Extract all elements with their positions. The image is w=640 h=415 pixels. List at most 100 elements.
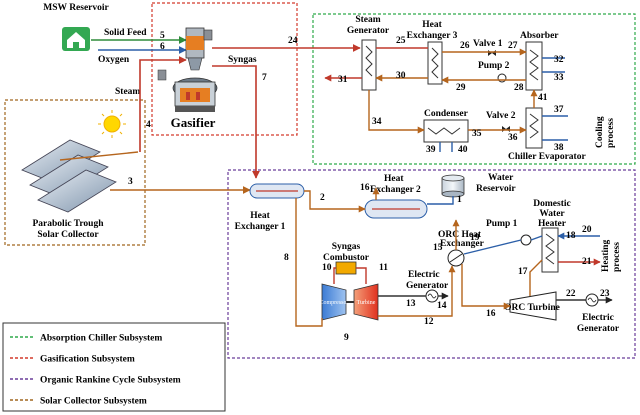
heating-process-label-2: process: [612, 242, 622, 272]
hx3-label-2: Exchanger 3: [407, 31, 458, 41]
stream-15: 15: [433, 243, 443, 253]
stream-17: 17: [518, 267, 528, 277]
stream-40: 40: [458, 145, 468, 155]
stream-9: 9: [344, 333, 349, 343]
cooling-process-label-2: process: [606, 118, 616, 148]
stream-37: 37: [554, 105, 564, 115]
stream-5: 5: [160, 31, 165, 41]
cooling-process-label: Cooling: [595, 116, 605, 148]
water-reservoir-label: Water: [488, 173, 514, 183]
stream-6: 6: [160, 42, 165, 52]
steam-generator: [361, 39, 377, 91]
electric-generator-2-icon: [585, 293, 599, 307]
chiller-evaporator: [525, 107, 543, 149]
solar-subsystem-box: [4, 99, 146, 246]
stream-1: 1: [457, 195, 462, 205]
stream-11: 11: [379, 263, 388, 273]
stream-24: 24: [288, 36, 298, 46]
stream-25: 25: [396, 36, 406, 46]
heat-exchanger-1: [249, 183, 305, 199]
condenser: [423, 119, 469, 143]
steam-label: Steam: [115, 87, 140, 97]
pipe-39-40: [439, 142, 453, 152]
orc-heat-exchanger: [447, 249, 465, 267]
stream-21: 21: [582, 257, 592, 267]
hx1-label-2: Exchanger 1: [235, 222, 286, 232]
stream-23: 23: [600, 289, 610, 299]
chiller-evaporator-label: Chiller Evaporator: [508, 152, 586, 162]
stream-19: 19: [470, 233, 480, 243]
valve2-label: Valve 2: [486, 111, 516, 121]
domestic-water-heater-label-2: Water: [539, 209, 565, 219]
pipe-10-11: [333, 267, 367, 284]
orc-hx-label-2: Exchanger: [440, 239, 485, 249]
pipe-2: [304, 190, 366, 213]
stream-14: 14: [437, 301, 447, 311]
valve2-icon: [502, 126, 510, 132]
stream-16-top: 16: [360, 183, 370, 193]
pipe-8-9: [295, 198, 323, 327]
legend-box: [2, 322, 226, 412]
electric-generator-1-label: Electric: [408, 270, 440, 280]
msw-reservoir-label: MSW Reservoir: [43, 3, 109, 13]
stream-39: 39: [426, 145, 436, 155]
orc-turbine-label: ORC Turbine: [504, 303, 560, 313]
msw-reservoir-icon: [62, 27, 90, 51]
pipe-34: [368, 90, 425, 134]
pipe-16-orc: [461, 264, 511, 310]
orc-hx-label: ORC Heat: [438, 230, 482, 240]
stream-41: 41: [538, 93, 548, 103]
stream-2: 2: [320, 193, 325, 203]
hx2-label-2: Exchanger 2: [370, 185, 421, 195]
condenser-label: Condenser: [424, 109, 469, 119]
electric-generator-2-label-2: Generator: [577, 324, 620, 334]
domestic-water-heater: [541, 227, 559, 273]
syngas-combustor-label: Syngas: [332, 242, 361, 252]
pipe-1: [427, 196, 454, 205]
gasification-subsystem-box: [151, 2, 298, 136]
parabolic-trough-label: Parabolic Trough: [33, 219, 105, 229]
legend: Absorption Chiller SubsystemGasification…: [2, 322, 226, 412]
chiller-subsystem-box: [312, 13, 636, 165]
pump1-label: Pump 1: [486, 219, 518, 229]
gasifier-label: Gasifier: [171, 115, 216, 130]
steam-generator-label-2: Generator: [347, 26, 390, 36]
stream-13: 13: [406, 299, 416, 309]
syngas-combustor: [335, 261, 357, 275]
stream-16: 16: [486, 309, 496, 319]
absorber: [525, 41, 543, 91]
stream-22: 22: [566, 289, 576, 299]
stream-35: 35: [472, 129, 482, 139]
pump1-icon: [520, 234, 532, 246]
pipe-32-33: [542, 57, 565, 73]
water-reservoir-tank: [441, 174, 465, 198]
pipe-steam-4: [139, 56, 187, 152]
heat-exchanger-3: [427, 41, 443, 85]
legend-label: Gasification Subsystem: [40, 355, 135, 365]
heating-process-label: Heating: [601, 240, 611, 272]
syngas-combustor-label-2: Combustor: [323, 253, 370, 263]
stream-8: 8: [284, 253, 289, 263]
pipe-12: [378, 265, 456, 317]
stream-33: 33: [554, 73, 564, 83]
parabolic-trough-collector: [21, 110, 139, 213]
heat-exchanger-2: [364, 199, 428, 219]
stream-3: 3: [128, 177, 133, 187]
pipe-17: [529, 259, 543, 296]
solar-collector-label: Solar Collector: [37, 230, 99, 240]
compressor-label: Compressor: [320, 300, 349, 306]
stream-10: 10: [322, 263, 332, 273]
water-reservoir-label-2: Reservoir: [476, 184, 516, 194]
stream-38: 38: [554, 143, 564, 153]
legend-label: Organic Rankine Cycle Subsystem: [40, 376, 181, 386]
pump2-icon: [497, 73, 507, 83]
steam-generator-label: Steam: [355, 15, 380, 25]
stream-29: 29: [456, 83, 466, 93]
stream-18: 18: [566, 231, 576, 241]
turbine-label: Turbine: [357, 300, 376, 306]
pipe-18: [530, 235, 543, 241]
stream-36: 36: [508, 133, 518, 143]
pump2-label: Pump 2: [478, 61, 510, 71]
hx2-label: Heat: [384, 174, 404, 184]
